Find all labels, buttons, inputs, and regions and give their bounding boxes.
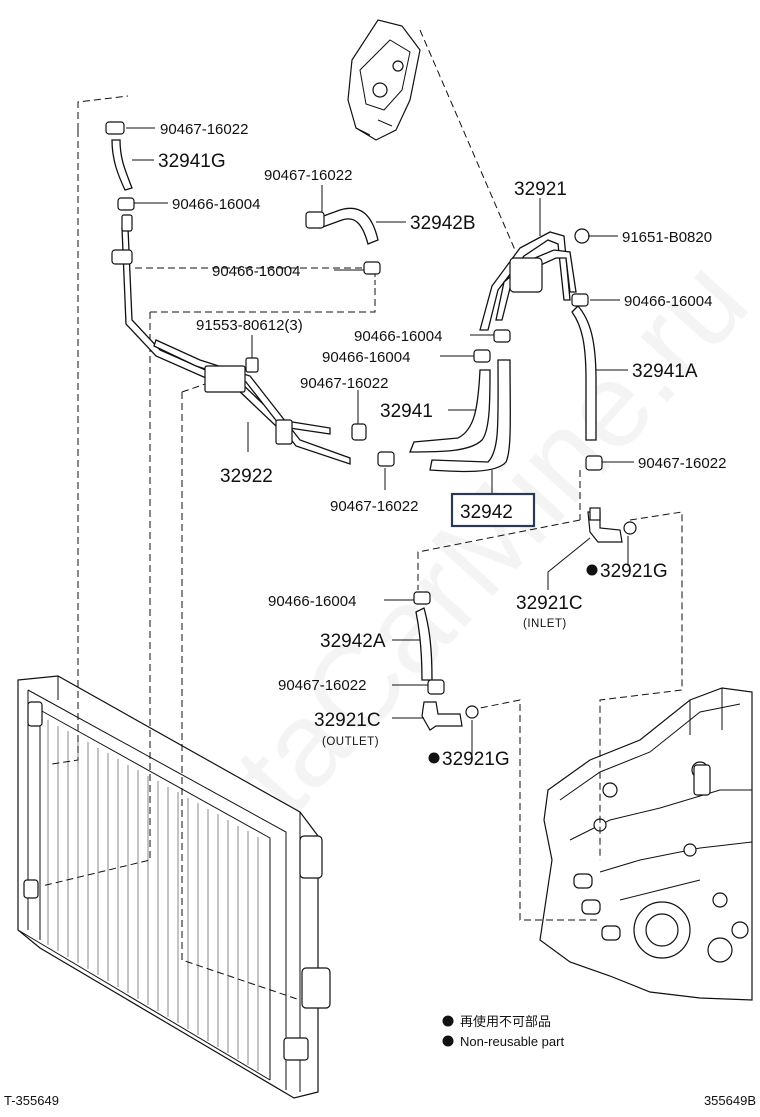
legend-english: Non-reusable part (460, 1034, 564, 1049)
part-labels: 90467-16022 32941G 90466-16004 90467-160… (158, 121, 726, 770)
label-32942B: 32942B (410, 213, 476, 234)
label-90467-16022: 90467-16022 (264, 167, 352, 184)
radiator-illustration (17, 675, 331, 1099)
label-90466-16004: 90466-16004 (624, 293, 712, 310)
bracket-illustration (347, 19, 421, 141)
figure-code-left: T-355649 (4, 1093, 59, 1108)
label-32941: 32941 (380, 401, 433, 422)
label-32942A: 32942A (320, 631, 386, 652)
label-32941A: 32941A (632, 361, 698, 382)
figure-code-right: 355649B (704, 1093, 756, 1108)
label-90466-16004: 90466-16004 (212, 263, 300, 280)
legend-dot (442, 1035, 454, 1047)
non-reusable-dot (586, 564, 598, 576)
highlight-32942: 32942 (450, 492, 536, 528)
non-reusable-dot (428, 752, 440, 764)
label-90467-16022: 90467-16022 (278, 677, 366, 694)
label-91651-B0820: 91651-B0820 (622, 229, 712, 246)
transmission-illustration (539, 687, 753, 1001)
label-90467-16022: 90467-16022 (300, 375, 388, 392)
label-90466-16004: 90466-16004 (322, 349, 410, 366)
label-inlet: (INLET) (523, 618, 567, 630)
label-32921G: 32921G (600, 561, 668, 582)
hoses (111, 139, 637, 731)
label-32941G: 32941G (158, 151, 226, 172)
label-90467-16022: 90467-16022 (160, 121, 248, 138)
label-90467-16022: 90467-16022 (638, 455, 726, 472)
legend-dot (442, 1015, 454, 1027)
label-90467-16022: 90467-16022 (330, 498, 418, 515)
leader-lines (126, 127, 634, 756)
label-32942: 32942 (460, 502, 513, 523)
label-32921G: 32921G (442, 749, 510, 770)
clamps (105, 121, 603, 695)
legend: 再使用不可部品 Non-reusable part (442, 1014, 564, 1049)
label-91553-80612: 91553-80612(3) (196, 317, 303, 334)
legend-japanese: 再使用不可部品 (460, 1014, 551, 1029)
label-32922: 32922 (220, 466, 273, 487)
reference-lines (41, 29, 683, 1001)
label-outlet: (OUTLET) (322, 736, 379, 748)
label-32921C-outlet: 32921C (314, 710, 381, 731)
label-90466-16004: 90466-16004 (172, 196, 260, 213)
label-90466-16004: 90466-16004 (354, 328, 442, 345)
label-32921C-inlet: 32921C (516, 593, 583, 614)
footer: T-355649 355649B (4, 1093, 756, 1108)
label-32921: 32921 (514, 179, 567, 200)
label-90466-16004: 90466-16004 (268, 593, 356, 610)
